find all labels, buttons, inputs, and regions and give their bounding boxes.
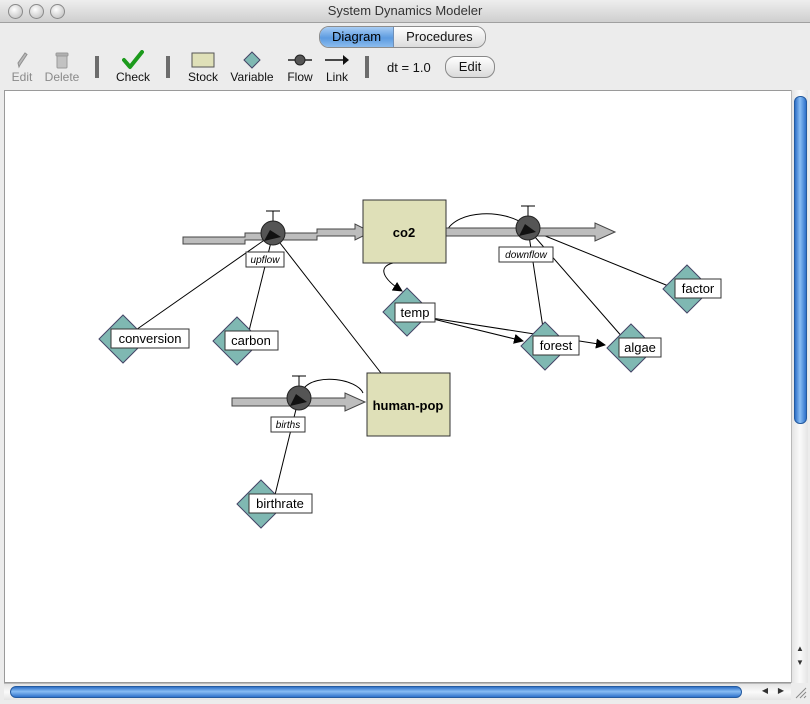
variable-label: conversion xyxy=(119,331,182,346)
toolbar-separator xyxy=(365,56,369,78)
flow-label: upflow xyxy=(251,255,281,266)
horizontal-scroll-thumb[interactable] xyxy=(10,686,742,698)
minimize-window-button[interactable] xyxy=(29,4,44,19)
link-arrow-icon xyxy=(322,50,352,70)
horizontal-scrollbar[interactable]: ◀ ▶ xyxy=(4,683,791,700)
stock-tool-label: Stock xyxy=(187,70,218,84)
close-window-button[interactable] xyxy=(8,4,23,19)
edit-tool-label: Edit xyxy=(11,70,33,84)
check-label: Check xyxy=(115,70,150,84)
stock-tool-button[interactable]: Stock xyxy=(185,50,221,84)
scroll-right-arrow-icon[interactable]: ▶ xyxy=(777,686,785,695)
checkmark-icon xyxy=(113,50,153,70)
dt-edit-button[interactable]: Edit xyxy=(445,56,495,78)
flow-downflow[interactable]: downflow xyxy=(445,205,617,263)
variable-birthrate[interactable]: birthrate xyxy=(236,479,313,529)
vertical-scroll-thumb[interactable] xyxy=(794,96,807,424)
toolbar: Edit Delete Check Stock Variable xyxy=(0,48,810,88)
variable-label: temp xyxy=(401,305,430,320)
tab-diagram[interactable]: Diagram xyxy=(320,27,395,47)
flow-label: births xyxy=(276,420,300,431)
link-tool-button[interactable]: Link xyxy=(322,50,352,84)
variable-tool-button[interactable]: Variable xyxy=(228,50,276,84)
stock-human-pop[interactable]: human-pop xyxy=(366,372,451,437)
link-tool-label: Link xyxy=(325,70,348,84)
variable-label: forest xyxy=(540,338,573,353)
flow-label: downflow xyxy=(505,250,547,261)
trash-icon xyxy=(42,50,82,70)
title-bar[interactable]: System Dynamics Modeler xyxy=(0,0,810,23)
vertical-scrollbar[interactable]: ▲ ▼ xyxy=(791,90,808,683)
edit-tool-button[interactable]: Edit xyxy=(6,50,38,84)
delete-tool-button[interactable]: Delete xyxy=(42,50,82,84)
variable-label: birthrate xyxy=(256,496,304,511)
variable-label: algae xyxy=(624,340,656,355)
variable-forest[interactable]: forest xyxy=(520,321,580,371)
flow-tool-label: Flow xyxy=(287,70,313,84)
delete-tool-label: Delete xyxy=(44,70,80,84)
variable-factor[interactable]: factor xyxy=(662,264,722,314)
stock-label: human-pop xyxy=(373,398,444,413)
zoom-window-button[interactable] xyxy=(50,4,65,19)
window-title: System Dynamics Modeler xyxy=(327,3,483,18)
resize-grip-icon[interactable] xyxy=(792,684,808,700)
flow-upflow[interactable]: upflow xyxy=(182,210,373,268)
variable-algae[interactable]: algae xyxy=(606,323,662,373)
flow-tool-button[interactable]: Flow xyxy=(284,50,316,84)
flow-births[interactable]: births xyxy=(231,375,367,433)
variable-tool-label: Variable xyxy=(230,70,274,84)
tab-bar: Diagram Procedures xyxy=(319,26,486,48)
toolbar-separator xyxy=(166,56,170,78)
scroll-up-arrow-icon[interactable]: ▲ xyxy=(796,644,804,653)
stock-icon xyxy=(185,50,221,70)
check-button[interactable]: Check xyxy=(113,50,153,84)
pencil-icon xyxy=(6,50,38,70)
toolbar-separator xyxy=(95,56,99,78)
scroll-left-arrow-icon[interactable]: ◀ xyxy=(761,686,769,695)
variable-temp[interactable]: temp xyxy=(382,287,436,337)
variable-conversion[interactable]: conversion xyxy=(98,314,190,364)
variable-diamond-icon xyxy=(228,50,276,70)
stock-label: co2 xyxy=(393,225,415,240)
stock-co2[interactable]: co2 xyxy=(362,199,447,264)
tab-procedures[interactable]: Procedures xyxy=(394,27,485,47)
dt-value-label: dt = 1.0 xyxy=(387,60,431,75)
scroll-down-arrow-icon[interactable]: ▼ xyxy=(796,658,804,667)
variable-label: factor xyxy=(682,281,715,296)
variable-carbon[interactable]: carbon xyxy=(212,316,279,366)
flow-valve-icon xyxy=(284,50,316,70)
variable-label: carbon xyxy=(231,333,271,348)
diagram-canvas[interactable]: upflow downflow births xyxy=(4,90,792,683)
